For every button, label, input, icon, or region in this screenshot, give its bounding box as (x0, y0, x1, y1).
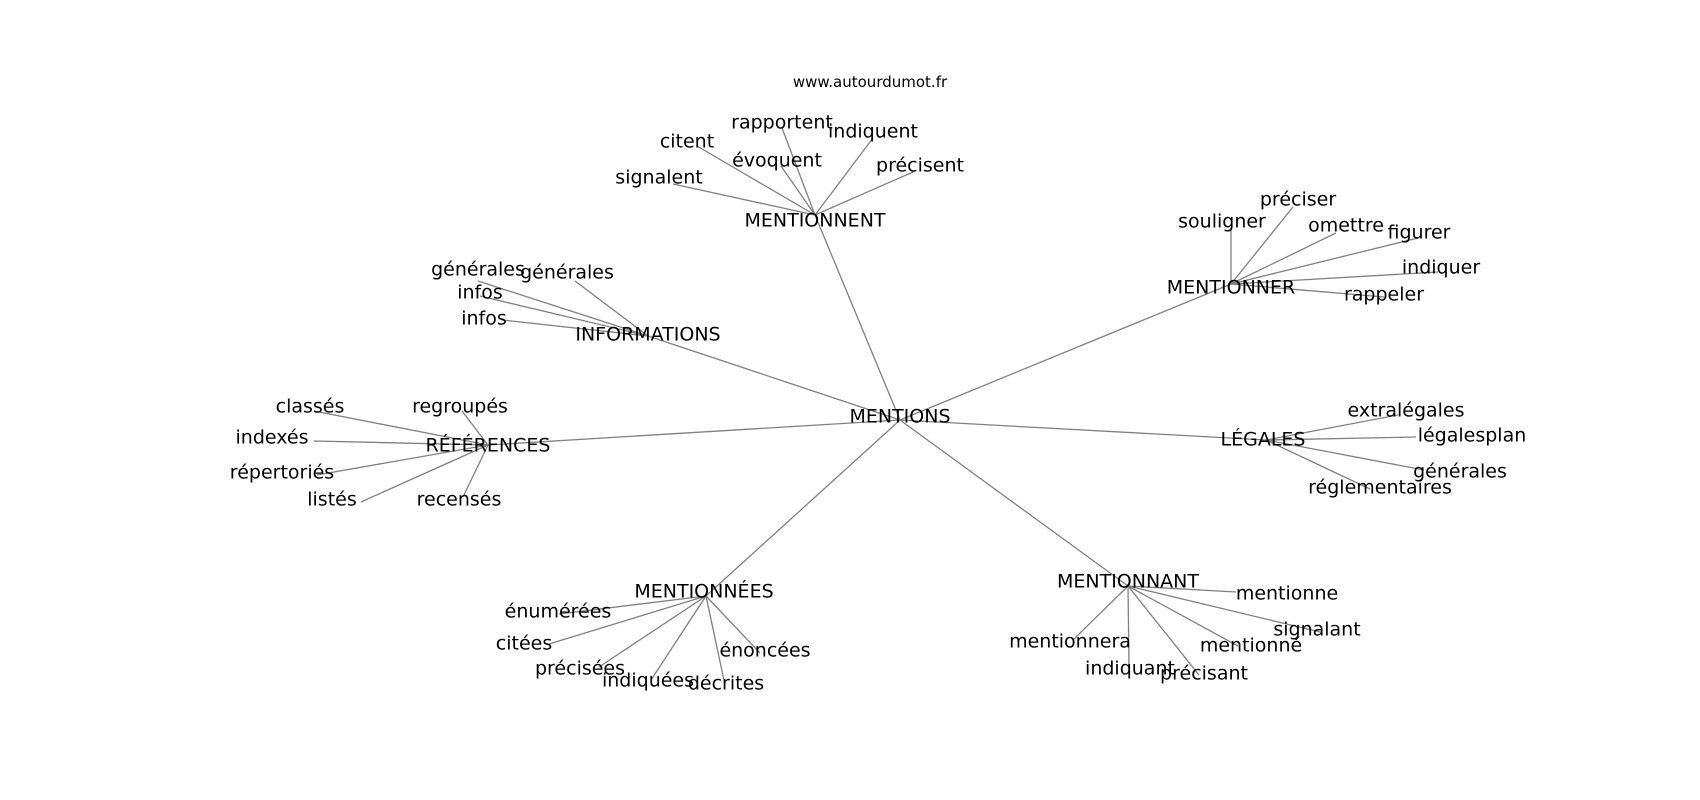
edge-informations-infos (501, 319, 649, 337)
leaf-node-signalant[interactable]: signalant (1273, 618, 1361, 641)
edge-root-references (487, 419, 901, 446)
leaf-node-indiquees[interactable]: indiquées (601, 669, 695, 692)
leaf-node-generales[interactable]: générales (520, 261, 614, 284)
leaf-node-enumerees[interactable]: énumérées (504, 600, 612, 623)
edge-mentionner-preciser (1230, 206, 1294, 285)
leaf-node-precisees[interactable]: précisées (534, 657, 626, 680)
edge-references-classes (313, 410, 489, 446)
edge-root-mentionnent (814, 214, 901, 421)
leaf-node-preciser[interactable]: préciser (1259, 188, 1337, 211)
edge-root-legales (899, 419, 1267, 441)
branch-node-references[interactable]: RÉFÉRENCES (425, 434, 551, 457)
edge-legales-extralegales (1265, 414, 1399, 441)
edge-mentionnees-enoncees (705, 595, 761, 654)
branch-node-mentionnent[interactable]: MENTIONNENT (744, 209, 886, 232)
edge-mentionnent-indiquent (814, 137, 874, 216)
branch-node-legales[interactable]: LÉGALES (1220, 428, 1306, 451)
edge-mentionner-figurer (1230, 237, 1419, 285)
edge-informations-generales (477, 280, 649, 337)
edge-mentionnent-signalent (672, 183, 816, 216)
leaf-node-indiquent[interactable]: indiquent (828, 120, 918, 143)
source-url: www.autourdumot.fr (792, 73, 948, 91)
edge-mentionnees-citees (548, 595, 707, 645)
leaf-node-mentionne[interactable]: mentionne (1235, 582, 1339, 605)
leaf-node-mentionne[interactable]: mentionné (1199, 634, 1303, 657)
leaf-node-enoncees[interactable]: énoncées (719, 639, 811, 662)
edge-mentionnent-evoquent (780, 165, 816, 216)
edge-mentionnant-mentionne (1127, 585, 1237, 593)
leaf-node-precisent[interactable]: précisent (876, 154, 964, 177)
branch-node-informations[interactable]: INFORMATIONS (575, 323, 721, 346)
edge-mentionnees-indiquees (650, 595, 707, 681)
edge-references-indexes (313, 440, 489, 446)
edge-mentionnant-precisant (1127, 585, 1200, 676)
edge-mentionnent-precisent (814, 171, 914, 216)
leaf-node-mentionnera[interactable]: mentionnera (1009, 630, 1131, 653)
root-word-node[interactable]: MENTIONS (849, 405, 951, 428)
leaf-node-generales[interactable]: générales (1413, 460, 1507, 483)
edge-mentionnees-decrites (705, 595, 726, 686)
edge-mentionnent-rapportent (781, 127, 816, 216)
branch-node-mentionnees[interactable]: MENTIONNÉES (634, 580, 774, 603)
edge-mentionnees-precisees (598, 595, 707, 668)
leaf-node-regroupes[interactable]: regroupés (412, 395, 508, 418)
leaf-node-reglementaires[interactable]: réglementaires (1308, 476, 1452, 499)
edge-references-recenses (462, 444, 489, 498)
edge-root-mentionnant (899, 419, 1129, 587)
edge-mentionner-omettre (1230, 232, 1337, 285)
leaf-node-generales[interactable]: générales (431, 258, 525, 281)
leaf-node-rappeler[interactable]: rappeler (1343, 283, 1425, 306)
leaf-node-indexes[interactable]: indexés (235, 426, 309, 449)
leaf-node-classes[interactable]: classés (275, 395, 345, 418)
edge-mentionnent-citent (696, 145, 816, 216)
edge-root-mentionnees (705, 419, 901, 597)
edge-mentionner-rappeler (1230, 283, 1385, 298)
leaf-node-evoquent[interactable]: évoquent (732, 149, 822, 172)
leaf-node-rapportent[interactable]: rapportent (731, 111, 833, 134)
edge-mentionnees-enumerees (558, 595, 707, 615)
edge-informations-infos (479, 295, 649, 337)
edge-references-repertories (316, 444, 489, 476)
edge-informations-generales (574, 280, 649, 337)
edge-mentionnant-mentionne (1127, 585, 1239, 647)
edge-mentionnant-indiquant (1127, 585, 1130, 668)
leaf-node-citent[interactable]: citent (659, 130, 715, 153)
leaf-node-recenses[interactable]: recensés (416, 488, 502, 511)
leaf-node-figurer[interactable]: figurer (1387, 221, 1451, 244)
edge-mentionnant-signalant (1127, 585, 1321, 633)
edge-mentionnant-mentionnera (1072, 585, 1129, 641)
leaf-node-infos[interactable]: infos (461, 307, 507, 330)
leaf-node-omettre[interactable]: omettre (1308, 214, 1384, 237)
edge-root-mentionner (899, 283, 1232, 421)
edge-references-listes (360, 444, 489, 503)
edge-legales-generales (1265, 439, 1425, 471)
leaf-node-signalent[interactable]: signalent (615, 166, 703, 189)
leaf-node-indiquer[interactable]: indiquer (1401, 256, 1481, 279)
edge-mentionner-indiquer (1230, 271, 1439, 285)
edge-root-informations (647, 335, 901, 421)
leaf-node-decrites[interactable]: décrites (687, 672, 765, 695)
leaf-node-precisant[interactable]: précisant (1160, 662, 1248, 685)
leaf-node-listes[interactable]: listés (307, 488, 357, 511)
edge-legales-legalesplan (1265, 436, 1417, 441)
leaf-node-legalesplan[interactable]: légalesplan (1417, 424, 1527, 447)
branch-node-mentionnant[interactable]: MENTIONNANT (1056, 570, 1200, 593)
edge-legales-reglementaires (1265, 439, 1371, 490)
leaf-node-citees[interactable]: citées (495, 632, 553, 655)
leaf-node-indiquant[interactable]: indiquant (1085, 657, 1175, 680)
leaf-node-extralegales[interactable]: extralégales (1347, 399, 1465, 422)
branch-node-mentionner[interactable]: MENTIONNER (1166, 276, 1296, 299)
leaf-node-infos[interactable]: infos (457, 281, 503, 304)
leaf-node-repertories[interactable]: répertoriés (229, 461, 335, 484)
leaf-node-souligner[interactable]: souligner (1178, 210, 1266, 233)
edge-references-regroupes (461, 410, 489, 446)
